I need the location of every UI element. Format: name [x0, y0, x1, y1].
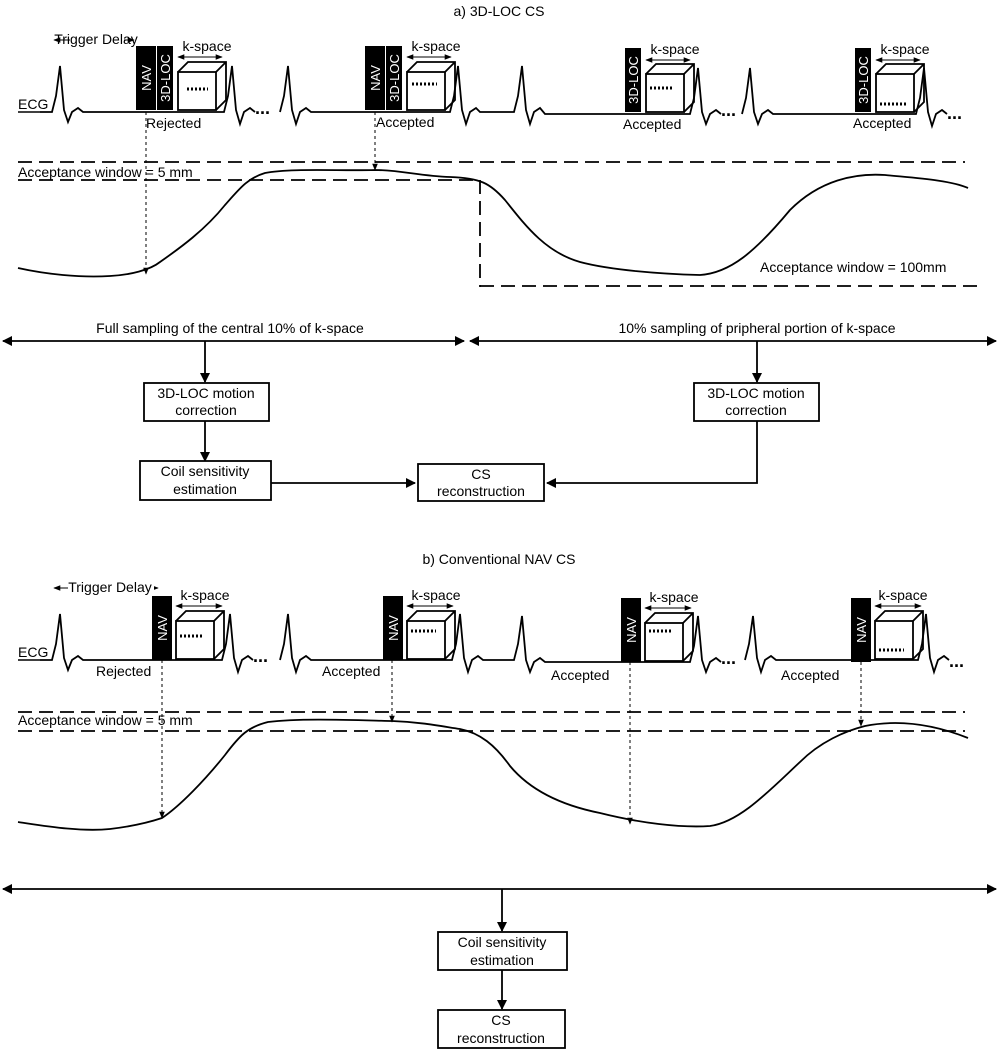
svg-text:CS: CS [471, 466, 490, 482]
acquisition-block-b4: NAV k-space Accepted [781, 587, 928, 683]
svg-text:estimation: estimation [173, 481, 237, 497]
ellipsis-3: ... [949, 651, 964, 671]
cs-reconstruction-box-a: CS reconstruction [417, 463, 545, 502]
ellipsis-1: ... [253, 646, 268, 666]
nav-label: NAV [155, 615, 170, 641]
ellipsis-2: ... [721, 648, 736, 668]
svg-text:Coil sensitivity: Coil sensitivity [161, 463, 250, 479]
status-accepted: Accepted [853, 115, 911, 131]
kspace-label: k-space [878, 587, 927, 603]
kspace-label: k-space [411, 587, 460, 603]
status-accepted: Accepted [322, 663, 380, 679]
acceptance-window-5mm-label: Acceptance window = 5 mm [18, 164, 193, 180]
trigger-delay-label: Trigger Delay [54, 31, 138, 47]
svg-text:Coil sensitivity: Coil sensitivity [458, 934, 547, 950]
kspace-label: k-space [182, 38, 231, 54]
acquisition-block-b3: NAV k-space Accepted [551, 589, 699, 683]
loc-label: 3D-LOC [626, 56, 641, 104]
nav-label: NAV [386, 615, 401, 641]
ellipsis-1: ... [255, 98, 270, 118]
nav-label: NAV [368, 65, 383, 91]
acquisition-block-b1: NAV k-space Rejected [96, 587, 230, 679]
kspace-cube-icon [874, 610, 924, 660]
motion-correction-box-right: 3D-LOC motion correction [693, 382, 820, 422]
kspace-label: k-space [180, 587, 229, 603]
trigger-delay-label: Trigger Delay [68, 579, 152, 595]
acquisition-block-b2: NAV k-space Accepted [322, 587, 461, 679]
nav-label: NAV [139, 65, 154, 91]
svg-text:reconstruction: reconstruction [437, 483, 525, 499]
kspace-label: k-space [880, 41, 929, 57]
status-rejected: Rejected [96, 663, 151, 679]
loc-label: 3D-LOC [856, 56, 871, 104]
status-accepted: Accepted [623, 116, 681, 132]
ellipsis-3: ... [947, 103, 962, 123]
ecg-trace-a [40, 65, 256, 128]
panel-b: b) Conventional NAV CS Trigger Delay ECG… [2, 551, 997, 1049]
ellipsis-2: ... [721, 100, 736, 120]
acceptance-window-5mm-label: Acceptance window = 5 mm [18, 712, 193, 728]
status-rejected: Rejected [146, 115, 201, 131]
acquisition-block-1: NAV 3D-LOC k-space Rejected [136, 38, 232, 131]
acquisition-block-2: NAV 3D-LOC k-space Accepted [365, 38, 461, 130]
loc-label: 3D-LOC [387, 54, 402, 102]
respiratory-trace-a [17, 169, 969, 278]
kspace-cube-icon [875, 63, 925, 113]
respiratory-trace-b [17, 718, 969, 831]
panel-a: a) 3D-LOC CS Trigger Delay ECG ... ... .… [2, 3, 997, 502]
svg-text:3D-LOC motion: 3D-LOC motion [157, 385, 254, 401]
acceptance-window-100mm-label: Acceptance window = 100mm [760, 259, 946, 275]
svg-text:correction: correction [725, 402, 786, 418]
kspace-cube-icon [177, 61, 227, 111]
status-accepted: Accepted [551, 667, 609, 683]
kspace-cube-icon [644, 612, 694, 662]
coil-sensitivity-box-a: Coil sensitivity estimation [139, 460, 272, 501]
kspace-cube-icon [406, 610, 456, 660]
loc-label: 3D-LOC [158, 54, 173, 102]
acquisition-block-3: 3D-LOC k-space Accepted [623, 41, 700, 132]
svg-text:correction: correction [175, 402, 236, 418]
nav-label: NAV [624, 617, 639, 643]
svg-text:3D-LOC motion: 3D-LOC motion [707, 385, 804, 401]
coil-sensitivity-box-b: Coil sensitivity estimation [437, 931, 568, 971]
cs-reconstruction-box-b: CS reconstruction [437, 1009, 566, 1049]
kspace-cube-icon [175, 610, 225, 660]
kspace-label: k-space [649, 589, 698, 605]
svg-text:reconstruction: reconstruction [457, 1030, 545, 1046]
kspace-label: k-space [411, 38, 460, 54]
svg-text:CS: CS [491, 1012, 510, 1028]
kspace-cube-icon [645, 63, 695, 113]
ecg-trace-b [40, 613, 254, 676]
sampling-left-label: Full sampling of the central 10% of k-sp… [96, 320, 364, 336]
nav-label: NAV [854, 617, 869, 643]
acquisition-block-4: 3D-LOC k-space Accepted [853, 41, 930, 131]
status-accepted: Accepted [781, 667, 839, 683]
panel-a-title: a) 3D-LOC CS [453, 3, 544, 19]
kspace-cube-icon [406, 61, 456, 111]
kspace-label: k-space [650, 41, 699, 57]
status-accepted: Accepted [376, 114, 434, 130]
svg-text:estimation: estimation [470, 952, 534, 968]
motion-correction-box-left: 3D-LOC motion correction [143, 382, 270, 422]
ecg-label: ECG [18, 644, 48, 660]
sampling-right-label: 10% sampling of pripheral portion of k-s… [618, 320, 895, 336]
panel-b-title: b) Conventional NAV CS [422, 551, 575, 567]
ecg-label: ECG [18, 96, 48, 112]
